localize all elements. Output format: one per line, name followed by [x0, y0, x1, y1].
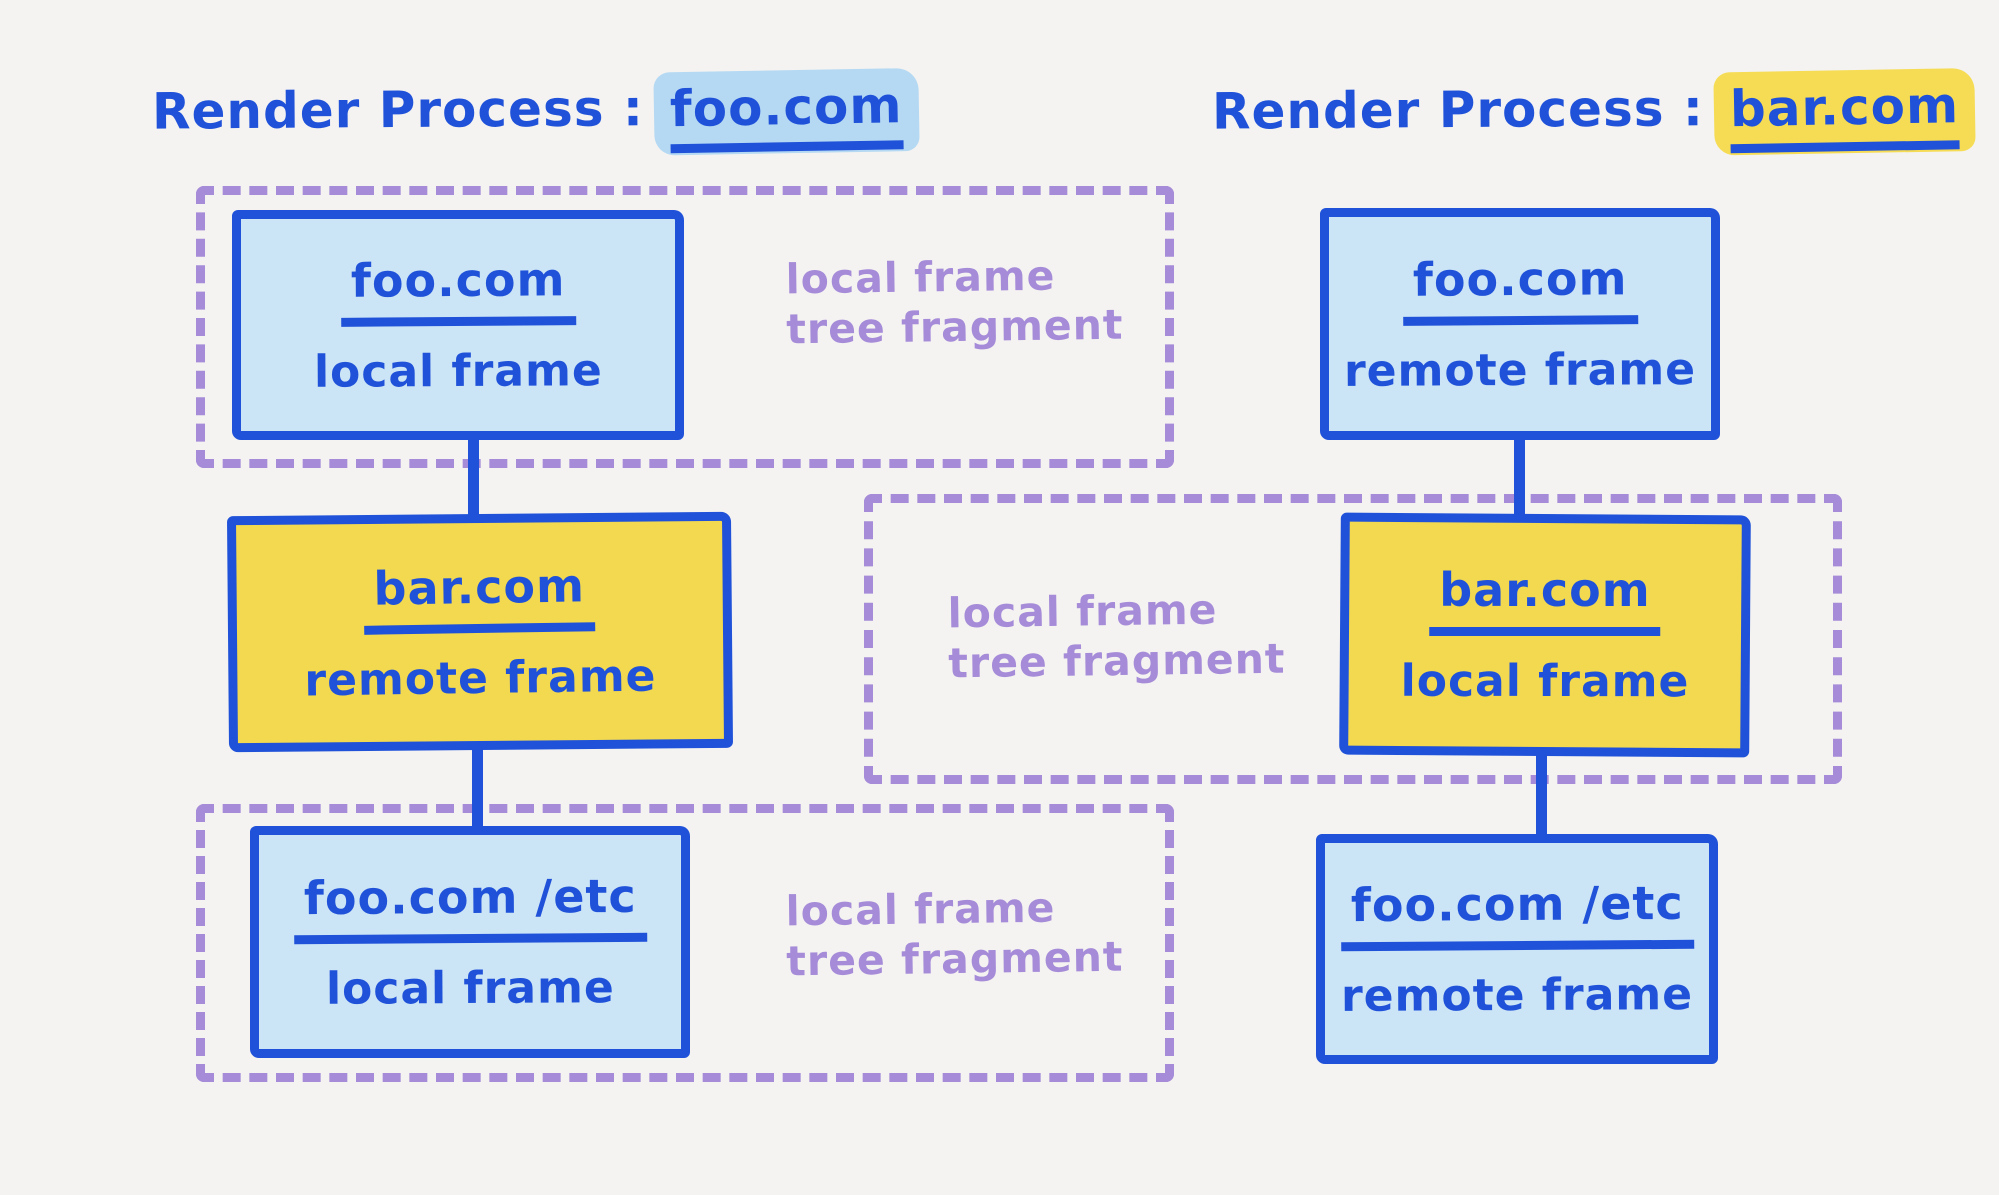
tree-edge-left-top: [468, 430, 479, 530]
frame-type-label: local frame: [313, 345, 603, 398]
tree-edge-left-bottom: [472, 738, 483, 840]
render-process-title-prefix: Render Process :: [151, 79, 645, 141]
frame-type-label: remote frame: [1340, 969, 1694, 1022]
frame-site-label: bar.com: [1429, 563, 1661, 637]
fragment-outline-left-top: [196, 186, 1174, 468]
frame-type-label: local frame: [325, 962, 615, 1015]
domain-highlight-bar: bar.com: [1713, 67, 1976, 156]
frame-node-right-fooetc-remote: foo.com /etc remote frame: [1316, 834, 1718, 1064]
frame-type-label: local frame: [1400, 655, 1690, 708]
frame-node-right-foo-remote: foo.com remote frame: [1320, 208, 1720, 440]
fragment-outline-left-bottom: [196, 804, 1174, 1082]
tree-edge-right-bottom: [1536, 744, 1547, 846]
frame-site-label: foo.com: [340, 252, 576, 327]
fragment-outline-right: [864, 494, 1842, 784]
tree-edge-right-top: [1514, 430, 1525, 530]
frame-node-left-bar-remote: bar.com remote frame: [226, 511, 734, 753]
frame-type-label: remote frame: [304, 650, 657, 707]
domain-foo: foo.com: [669, 76, 904, 154]
render-process-title-prefix: Render Process :: [1211, 79, 1705, 141]
frame-type-label: remote frame: [1343, 344, 1697, 397]
frame-node-left-fooetc-local: foo.com /etc local frame: [250, 826, 690, 1058]
domain-highlight-foo: foo.com: [653, 67, 920, 156]
fragment-label-right: local frame tree fragment: [947, 585, 1286, 688]
frame-site-label: bar.com: [363, 558, 596, 635]
frame-site-label: foo.com /etc: [1340, 875, 1694, 952]
fragment-label-left-top: local frame tree fragment: [785, 251, 1124, 354]
fragment-label-left-bottom: local frame tree fragment: [785, 883, 1124, 986]
render-process-title-bar: Render Process : bar.com: [1211, 67, 1976, 157]
render-process-title-foo: Render Process : foo.com: [151, 67, 920, 157]
domain-bar: bar.com: [1729, 76, 1960, 154]
frame-node-left-foo-local: foo.com local frame: [232, 210, 684, 440]
frame-node-right-bar-local: bar.com local frame: [1339, 512, 1751, 758]
frame-site-label: foo.com: [1402, 251, 1638, 326]
frame-site-label: foo.com /etc: [293, 868, 647, 945]
